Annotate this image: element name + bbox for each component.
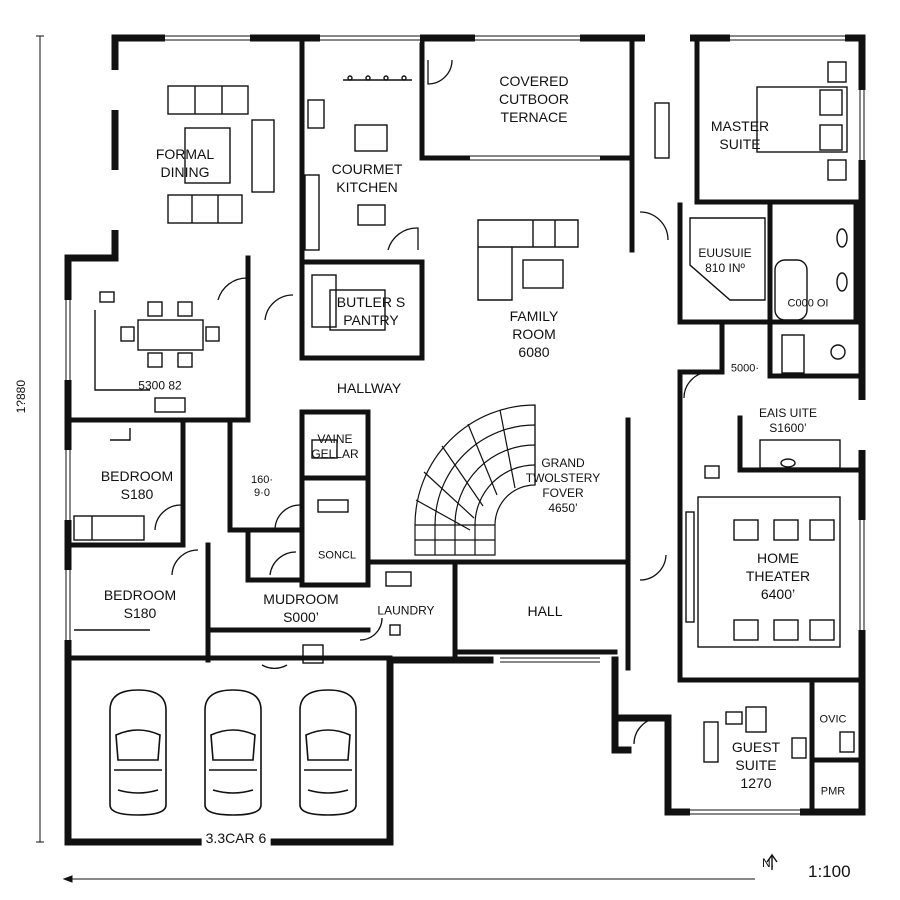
dining-table-dining <box>184 127 231 184</box>
door-swing <box>261 664 288 669</box>
master-bed <box>756 86 848 153</box>
coffee-table <box>522 259 564 289</box>
sofa <box>167 85 249 115</box>
room-breakfast: 5300 82 <box>138 378 182 393</box>
door-swing <box>154 504 182 531</box>
bed <box>73 515 145 541</box>
door-swing <box>269 551 297 576</box>
closet-label: 5000· <box>730 362 760 375</box>
room-hall: HALL <box>527 603 563 619</box>
door-swing <box>427 59 453 85</box>
scale-label: 1:100 <box>808 862 851 881</box>
door-swing <box>387 227 419 251</box>
room-wic: OVIC <box>819 713 847 726</box>
room-garage: 3.3CAR 6 <box>201 829 271 847</box>
door-swing <box>217 277 249 301</box>
car <box>204 689 262 816</box>
hallway-label: HALLWAY <box>336 380 402 396</box>
room-pmr: PMR <box>820 785 846 798</box>
bathtub <box>774 259 808 321</box>
ensuite-fixture-label: C000 OI <box>787 297 829 310</box>
door-swing <box>274 504 301 531</box>
door-swing <box>639 554 667 581</box>
room-sonel: SONCL <box>318 549 356 562</box>
door-swing <box>359 617 383 641</box>
door-swing <box>171 549 199 576</box>
washer <box>385 571 412 587</box>
north-label: N. <box>762 856 774 870</box>
car <box>109 689 167 816</box>
overall-dimension-label: 1?880 <box>14 380 28 414</box>
spiral-staircase <box>414 404 536 556</box>
door-swing <box>264 294 294 321</box>
door-swing <box>639 211 669 241</box>
door-swing <box>633 717 661 745</box>
sofa <box>167 194 243 224</box>
exterior-wall-mid <box>611 656 632 754</box>
theater-screen <box>697 496 841 648</box>
north-arrow-icon <box>766 853 778 870</box>
door-swing <box>683 371 711 399</box>
breakfast-table <box>137 319 204 351</box>
car <box>299 689 357 816</box>
room-small-bath: 160·9·0 <box>250 474 274 499</box>
room-laundry: LAUNDRY <box>377 603 435 618</box>
